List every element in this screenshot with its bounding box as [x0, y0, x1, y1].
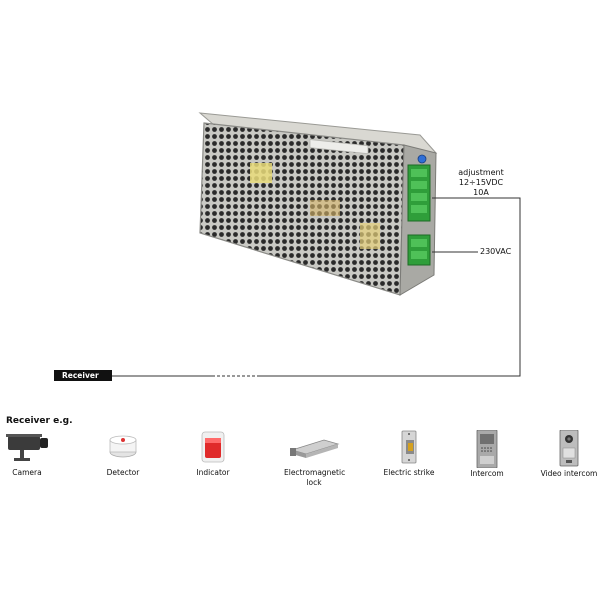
- electric-strike-label: Electric strike: [383, 468, 435, 477]
- video-intercom-icon: [559, 430, 579, 467]
- indicator-label: Indicator: [196, 468, 230, 477]
- intercom-icon: [476, 430, 498, 468]
- receiver-item-intercom: Intercom: [460, 430, 514, 479]
- receiver-item-detector: Detector: [96, 430, 150, 478]
- electromagnetic-lock-icon: [290, 439, 340, 458]
- detector-icon: [109, 435, 137, 458]
- receiver-section-title: Receiver e.g.: [6, 416, 73, 426]
- ac-input-label: 230VAC: [480, 247, 512, 256]
- adjustment-label: adjustment 12÷15VDC 10A: [446, 168, 516, 198]
- receiver-tag: Receiver: [54, 370, 112, 381]
- adjustment-line-1: adjustment: [458, 168, 504, 177]
- adjustment-line-3: 10A: [473, 188, 489, 197]
- detector-label: Detector: [106, 468, 140, 477]
- electromagnetic-lock-label-line-2: lock: [306, 478, 322, 487]
- camera-icon: [6, 434, 48, 461]
- receiver-item-camera: Camera: [0, 430, 54, 478]
- receiver-item-indicator: Indicator: [186, 430, 240, 478]
- electromagnetic-lock-label: Electromagnetic lock: [284, 468, 346, 488]
- adjustment-line-2: 12÷15VDC: [458, 178, 504, 187]
- power-supply-unit-illustration: [198, 112, 438, 296]
- electric-strike-icon: [401, 430, 417, 464]
- camera-label: Camera: [12, 468, 42, 477]
- video-intercom-label: Video intercom: [540, 469, 598, 478]
- receiver-item-electromagnetic-lock: Electromagnetic lock: [284, 430, 346, 488]
- indicator-icon: [201, 431, 225, 463]
- receiver-item-electric-strike: Electric strike: [382, 430, 436, 478]
- receiver-item-video-intercom: Video intercom: [538, 430, 600, 479]
- intercom-label: Intercom: [470, 469, 504, 478]
- electromagnetic-lock-label-line-1: Electromagnetic: [284, 468, 346, 477]
